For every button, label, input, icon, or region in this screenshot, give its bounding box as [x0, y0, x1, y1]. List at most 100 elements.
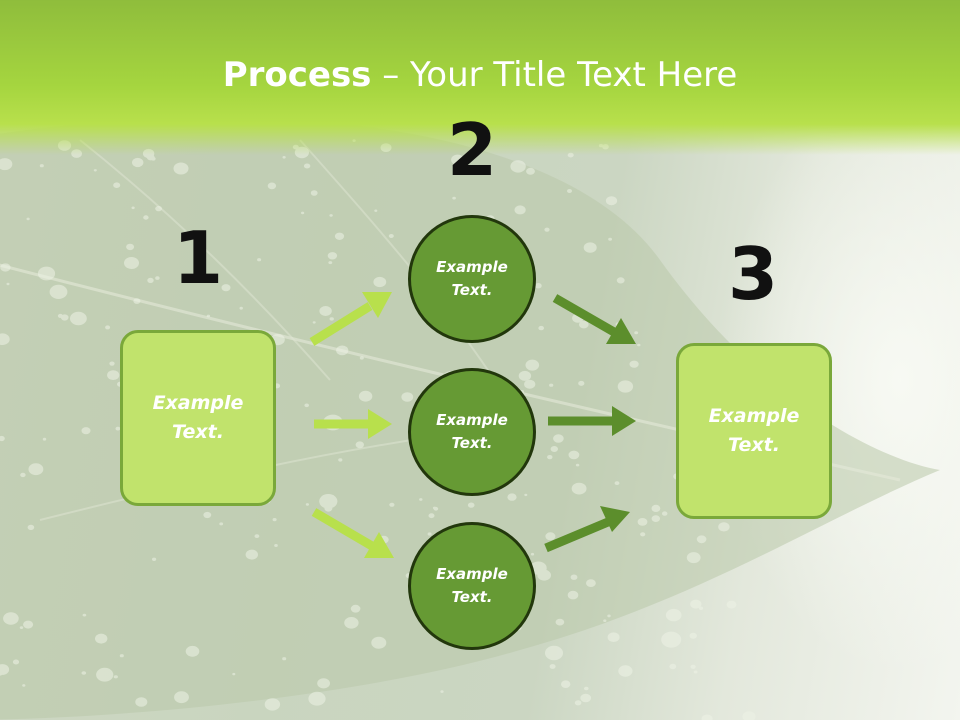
water-drop — [119, 654, 124, 658]
water-drop — [12, 659, 20, 665]
water-drop — [510, 160, 526, 173]
water-drop — [344, 617, 359, 629]
water-drop — [155, 205, 163, 212]
water-drop — [580, 693, 592, 703]
step-2-circle-top-label: Example Text. — [436, 258, 508, 299]
water-drop — [661, 631, 682, 648]
arrow-1-to-bottom — [311, 508, 394, 558]
water-drop — [537, 569, 551, 581]
water-drop — [319, 306, 332, 316]
water-drop — [39, 164, 44, 168]
water-drop — [133, 298, 141, 304]
water-drop — [304, 403, 310, 408]
water-drop — [574, 700, 582, 706]
water-drop — [567, 189, 572, 193]
water-drop — [651, 504, 661, 512]
water-drop — [3, 612, 19, 625]
water-drop — [272, 518, 277, 522]
water-drop — [629, 360, 639, 368]
water-drop — [608, 237, 612, 241]
step-2-circle-bottom-label: Example Text. — [436, 565, 508, 606]
water-drop — [607, 632, 620, 642]
water-drop — [637, 518, 648, 526]
water-drop — [328, 261, 333, 265]
water-drop — [239, 306, 243, 310]
water-drop — [555, 618, 565, 626]
water-drop — [401, 392, 414, 402]
water-drop — [359, 356, 364, 360]
arrow-1-to-top — [309, 292, 392, 346]
water-drop — [203, 511, 212, 519]
water-drop — [336, 345, 349, 356]
water-drop — [534, 283, 542, 289]
water-drop — [308, 691, 326, 706]
water-drop — [568, 450, 580, 460]
water-drop — [467, 502, 475, 508]
water-drop — [19, 626, 24, 629]
water-drop — [579, 320, 589, 329]
water-drop — [726, 600, 737, 609]
water-drop — [350, 604, 361, 613]
water-drop — [245, 549, 258, 560]
step-2-circle-top: Example Text. — [408, 215, 536, 343]
water-drop — [37, 266, 56, 281]
water-drop — [0, 664, 10, 675]
arrow-1-to-middle — [314, 409, 392, 439]
water-drop — [23, 620, 34, 629]
water-drop — [586, 579, 596, 587]
water-drop — [571, 482, 587, 495]
water-drop — [689, 632, 697, 639]
water-drop — [545, 645, 563, 661]
water-drop — [696, 535, 707, 544]
water-drop — [637, 343, 641, 347]
water-drop — [329, 317, 334, 321]
water-drop — [338, 458, 343, 462]
title-rest: – Your Title Text Here — [371, 55, 738, 95]
water-drop — [693, 670, 698, 674]
step-2-circle-bottom: Example Text. — [408, 522, 536, 650]
water-drop — [358, 390, 373, 402]
water-drop — [524, 379, 536, 389]
title-band — [0, 0, 960, 155]
water-drop — [152, 557, 157, 561]
water-drop — [327, 252, 338, 260]
water-drop — [718, 522, 730, 532]
step-2-circle-middle: Example Text. — [408, 368, 536, 496]
water-drop — [451, 154, 465, 165]
step-1-label: Example Text. — [152, 392, 244, 443]
water-drop — [105, 325, 111, 330]
water-drop — [547, 455, 553, 460]
water-drop — [282, 657, 287, 661]
water-drop — [185, 645, 200, 657]
arrow-middle-to-3 — [548, 406, 636, 436]
water-drop — [27, 524, 35, 531]
water-drop — [452, 196, 456, 200]
arrow-bottom-to-3 — [544, 506, 630, 553]
water-drop — [578, 380, 585, 386]
water-drop — [206, 314, 211, 318]
water-drop — [107, 370, 120, 380]
water-drop — [603, 619, 607, 622]
water-drop — [6, 282, 10, 286]
slide-title: Process – Your Title Text Here — [0, 52, 960, 98]
step-1-box: Example Text. — [120, 330, 276, 506]
step-2-circle-middle-label: Example Text. — [436, 411, 508, 452]
water-drop — [514, 205, 526, 215]
water-drop — [538, 325, 544, 331]
water-drop — [173, 162, 189, 175]
water-drop — [669, 663, 677, 670]
water-drop — [640, 532, 646, 537]
water-drop — [389, 502, 395, 507]
water-drop — [115, 426, 121, 431]
water-drop — [388, 234, 394, 238]
water-drop — [310, 190, 318, 196]
water-drop — [567, 590, 579, 600]
water-drop — [93, 169, 97, 172]
water-drop — [312, 321, 316, 324]
water-drop — [334, 232, 345, 240]
water-drop — [267, 182, 277, 190]
water-drop — [95, 633, 108, 644]
arrow-top-to-3 — [552, 294, 636, 344]
water-drop — [544, 227, 550, 232]
